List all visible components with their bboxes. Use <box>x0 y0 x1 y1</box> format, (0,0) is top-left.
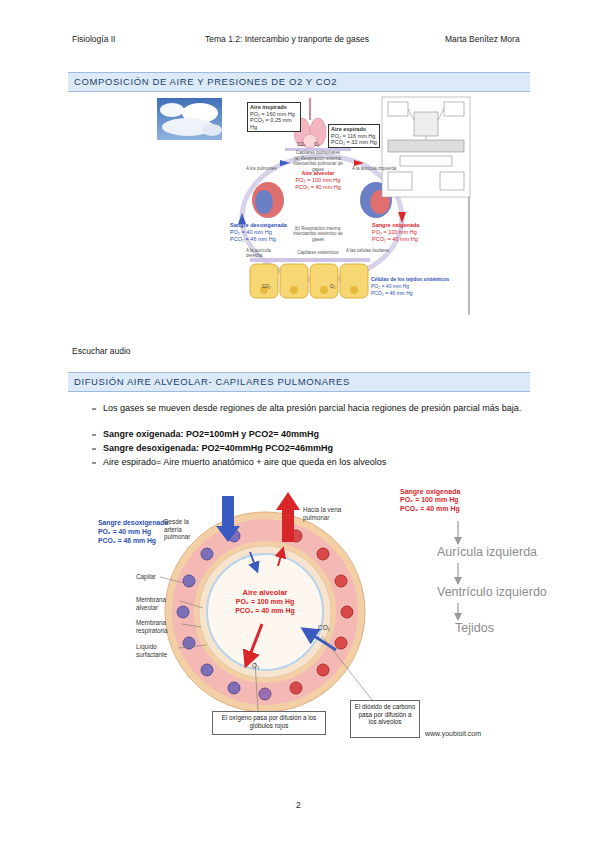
flow-arrow <box>457 603 458 620</box>
text-line: PO₂ = 160 mm Hg <box>250 111 298 118</box>
value-box: Aire espiradoPO₂ = 116 mm HgPCO₂ = 32 mm… <box>328 124 380 148</box>
flow-step: Ventrículo izquierdo <box>437 585 541 602</box>
pressure-title: Sangre oxigenada <box>372 222 419 229</box>
text-line: PO₂ = 116 mm Hg <box>331 133 377 140</box>
value-box: Aire inspiradoPO₂ = 160 mm HgPCO₂ = 0,25… <box>247 102 301 132</box>
gas-symbol: CO₂ <box>297 142 306 147</box>
heading-text: COMPOSICIÓN DE AIRE Y PRESIONES DE O2 Y … <box>74 73 524 91</box>
section-heading: COMPOSICIÓN DE AIRE Y PRESIONES DE O2 Y … <box>68 72 530 92</box>
pressure-block: Sangre oxigenadaPO₂ = 100 mm HgPCO₂ = 40… <box>400 488 470 520</box>
gas-symbol: CO₂ <box>262 284 271 289</box>
part-label: A las células tisulares <box>346 248 389 253</box>
part-label: Hacia la vena pulmonar <box>303 506 348 521</box>
tissue-cells <box>250 264 368 298</box>
pressure-value: PCO₂ = 40 mm Hg <box>372 236 418 243</box>
alveolus <box>165 512 365 712</box>
step-text: Aurícula izquierda <box>437 545 537 560</box>
gas-symbol: O₂ <box>314 142 319 147</box>
part-label: A los pulmones <box>246 166 277 171</box>
heading-text: DIFUSIÓN AIRE ALVEOLAR- CAPILARES PULMON… <box>74 373 524 391</box>
bullet-dashes <box>92 409 96 463</box>
note-text: El dióxido de carbono pasa por difusión … <box>354 703 416 726</box>
pressure-title: Aire alveolar <box>288 170 348 177</box>
pressure-title: Células de los tejidos sistémicos <box>371 276 449 282</box>
value-title: Aire espirado <box>331 126 377 133</box>
part-label: (b) Respiración interna: intercambio sis… <box>288 226 348 242</box>
heart-left <box>252 182 284 218</box>
circulation-loop <box>238 148 406 280</box>
flow-arrow <box>457 521 458 544</box>
note-box: El dióxido de carbono pasa por difusión … <box>350 700 420 738</box>
red-blood-cells <box>177 530 353 700</box>
pressure-value: PO₂ = 40 mm Hg <box>230 229 272 236</box>
pressure-value: PO₂ = 100 mm Hg <box>288 177 348 184</box>
part-label: Capilares sistémicos <box>292 250 344 255</box>
flow-arrow <box>457 563 458 584</box>
pressure-value: PCO₂ = 40 mm Hg <box>232 607 298 615</box>
step-text: Ventrículo izquierdo <box>437 585 541 600</box>
step-text: Tejidos <box>455 621 505 636</box>
cloud-photo <box>157 98 222 140</box>
part-label: Capilares pulmonares <box>288 150 348 155</box>
bullet-text: Sangre desoxigenada: PO2=40mmHg PCO2=46m… <box>103 443 333 454</box>
pressure-value: PCO₂ = 46 mm Hg <box>371 290 413 296</box>
bullet-text: Aire espirado= Aire muerto anatómico + a… <box>103 457 386 468</box>
note-text: El oxígeno pasa por difusión a los glóbu… <box>216 714 322 729</box>
text-line: PCO₂ = 32 mm Hg <box>331 139 377 146</box>
pressure-title: Sangre desoxigenada <box>230 222 287 229</box>
part-label: Membrana alveolar <box>136 596 178 611</box>
header-text: Fisiología II <box>72 34 115 44</box>
text-line: PCO₂ = 0,25 mm Hg <box>250 117 298 130</box>
pressure-value: PCO₂ = 40 mm Hg <box>288 184 348 191</box>
header-text: Marta Benítez Mora <box>445 34 520 44</box>
pressure-title: Aire alveolar <box>232 588 298 597</box>
gas-symbol: O₂ <box>252 662 260 670</box>
pressure-title: Sangre desoxigenada <box>98 519 168 527</box>
pressure-value: PCO₂ = 46 mm Hg <box>230 236 276 243</box>
part-label: Líquido surfactante <box>136 643 178 658</box>
part-label: A la aurícula derecha <box>246 248 286 259</box>
part-label: Membrana respiratoria <box>136 619 180 634</box>
audio-link: Escuchar audio <box>72 346 131 356</box>
part-label: Desde la arteria pulmonar <box>164 518 204 541</box>
gas-symbol: CO₂ <box>318 624 330 632</box>
text-line: PCO₂ = 40 mm Hg <box>400 505 470 513</box>
text-line: PO₂ = 100 mm Hg <box>400 496 470 504</box>
flow-step: Aurícula izquierda <box>437 545 537 562</box>
header-text: Tema 1.2: Intercambio y tranporte de gas… <box>205 34 369 44</box>
part-label: (a) Respiración externa: intercambio pul… <box>288 156 348 172</box>
pressure-value: PO₂ = 40 mm Hg <box>371 283 409 289</box>
part-label: Capilar <box>136 573 156 581</box>
pressure-value: PCO₂ = 46 mm Hg <box>98 537 156 545</box>
pressure-value: PO₂ = 100 mm Hg <box>372 229 417 236</box>
value-title: Aire inspirado <box>250 104 298 111</box>
page-number: 2 <box>296 800 301 810</box>
bullet-text: Sangre oxigenada: PO2=100mH y PCO2= 40mm… <box>103 429 319 440</box>
leader-lines <box>160 577 372 711</box>
section-heading: DIFUSIÓN AIRE ALVEOLAR- CAPILARES PULMON… <box>68 372 530 392</box>
note-box: El oxígeno pasa por difusión a los glóbu… <box>212 711 326 735</box>
watermark: www.youbioit.com <box>425 730 481 738</box>
part-label: A la aurícula izquierda <box>352 166 396 171</box>
pressure-title: Sangre oxigenada <box>400 488 470 496</box>
pressure-value: PO₂ = 100 mm Hg <box>232 598 298 606</box>
schematic-thumbnail <box>382 97 470 315</box>
bullet-text: Los gases se mueven desde regiones de al… <box>103 403 533 414</box>
pressure-value: PO₂ = 40 mm Hg <box>98 528 151 536</box>
flow-step: Tejidos <box>455 621 505 638</box>
gas-symbol: O₂ <box>330 284 335 289</box>
